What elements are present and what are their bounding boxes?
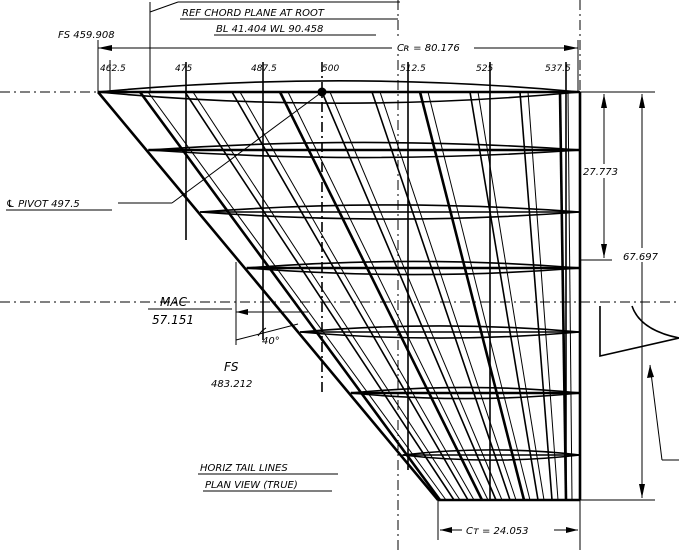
title-line-2: PLAN VIEW (TRUE) [205, 480, 298, 491]
arrow-up-icon [639, 94, 645, 108]
skewed-structure-line [379, 91, 517, 501]
station-label-7: 537.5 [545, 64, 571, 74]
pivot-annotation: ℄ PIVOT 497.5 [6, 87, 327, 211]
skewed-structure-line [287, 91, 489, 501]
skewed-structure-line [321, 91, 497, 501]
skewed-structure-line [239, 91, 475, 501]
dim-67-label: 67.697 [623, 252, 659, 263]
fuselage-leader [649, 364, 663, 461]
tip-chord-dimension: Cᴛ = 24.053 [437, 500, 581, 540]
title-line-1: HORIZ TAIL LINES [200, 463, 288, 474]
skewed-structure-line [477, 91, 545, 501]
arrow-right-icon [564, 45, 578, 51]
skewed-structure-line [418, 91, 526, 501]
mac-label: MAC [160, 295, 188, 309]
ref-chord-leader [149, 1, 179, 13]
arrow-left-icon [236, 309, 248, 315]
tip-chord-label-bg [462, 523, 554, 537]
station-lines [109, 60, 567, 500]
airfoil-sections [97, 80, 581, 461]
station-label-1: 462.5 [100, 64, 126, 74]
ref-chord-title: REF CHORD PLANE AT ROOT [182, 8, 325, 19]
fuselage-fillet [631, 305, 679, 339]
skewed-structure-line [519, 91, 553, 501]
top-annotations: FS 459.908 REF CHORD PLANE AT ROOT BL 41… [58, 8, 398, 41]
root-chord-label: Cʀ = 80.176 [397, 43, 460, 54]
station-label-6: 525 [476, 64, 493, 74]
skewed-structure-line [527, 91, 559, 501]
skewed-structure-line [184, 91, 455, 501]
station-label-4: 500 [322, 64, 339, 74]
skewed-structure-line [278, 91, 484, 501]
skewed-structure-line [558, 91, 568, 501]
root-chord-dimension: Cʀ = 80.176 [97, 40, 579, 92]
skewed-structure-line [231, 91, 469, 501]
mac-value: 57.151 [152, 313, 194, 327]
skewed-structure-line [147, 91, 447, 501]
arrow-up-icon [647, 365, 654, 378]
mac-annotation: MAC 57.151 40° FS 483.212 [148, 295, 308, 390]
skewed-structure-line [469, 91, 539, 501]
skewed-structure-line [567, 91, 573, 501]
angle-arc [257, 327, 267, 337]
skewed-structure-line [371, 91, 511, 501]
leading-edge [97, 91, 439, 501]
arrow-left-icon [440, 527, 452, 533]
drawing-title: HORIZ TAIL LINES PLAN VIEW (TRUE) [198, 463, 338, 492]
skewed-structure-line [192, 91, 461, 501]
dim-27-label-bg [582, 164, 626, 178]
pivot-label: ℄ PIVOT 497.5 [6, 199, 80, 210]
fuselage-outline [599, 306, 679, 358]
fs-lower-label-2: 483.212 [211, 379, 252, 390]
skewed-structure-line [329, 91, 503, 501]
angle-leader [235, 323, 299, 341]
station-label-2: 475 [175, 64, 192, 74]
station-labels: 462.5 475 487.5 500 512.5 525 537.5 [100, 64, 571, 74]
arrow-up-icon [601, 94, 607, 108]
ref-chord-coords: BL 41.404 WL 90.458 [216, 24, 323, 35]
skewed-structure-line [138, 91, 442, 501]
skewed-structure-line [427, 91, 531, 501]
dim-67-label-bg [620, 248, 678, 262]
angle-label: 40° [262, 336, 280, 347]
arrow-down-icon [639, 484, 645, 498]
pivot-leader-diagonal [171, 91, 323, 204]
fuselage-stub [599, 305, 679, 461]
tip-chord-label: Cᴛ = 24.053 [466, 526, 529, 537]
fs-lower-label-1: FS [224, 360, 239, 374]
dim-27-label: 27.773 [583, 167, 618, 178]
root-chord-label-bg [392, 40, 474, 54]
internal-structure-lines [138, 91, 573, 501]
arrow-left-icon [98, 45, 112, 51]
right-dimensions: 27.773 67.697 [582, 94, 678, 498]
station-label-5: 512.5 [400, 64, 426, 74]
fs-root-label: FS 459.908 [58, 30, 115, 41]
arrow-right-icon [566, 527, 578, 533]
station-label-3: 487.5 [251, 64, 277, 74]
arrow-down-icon [601, 244, 607, 258]
